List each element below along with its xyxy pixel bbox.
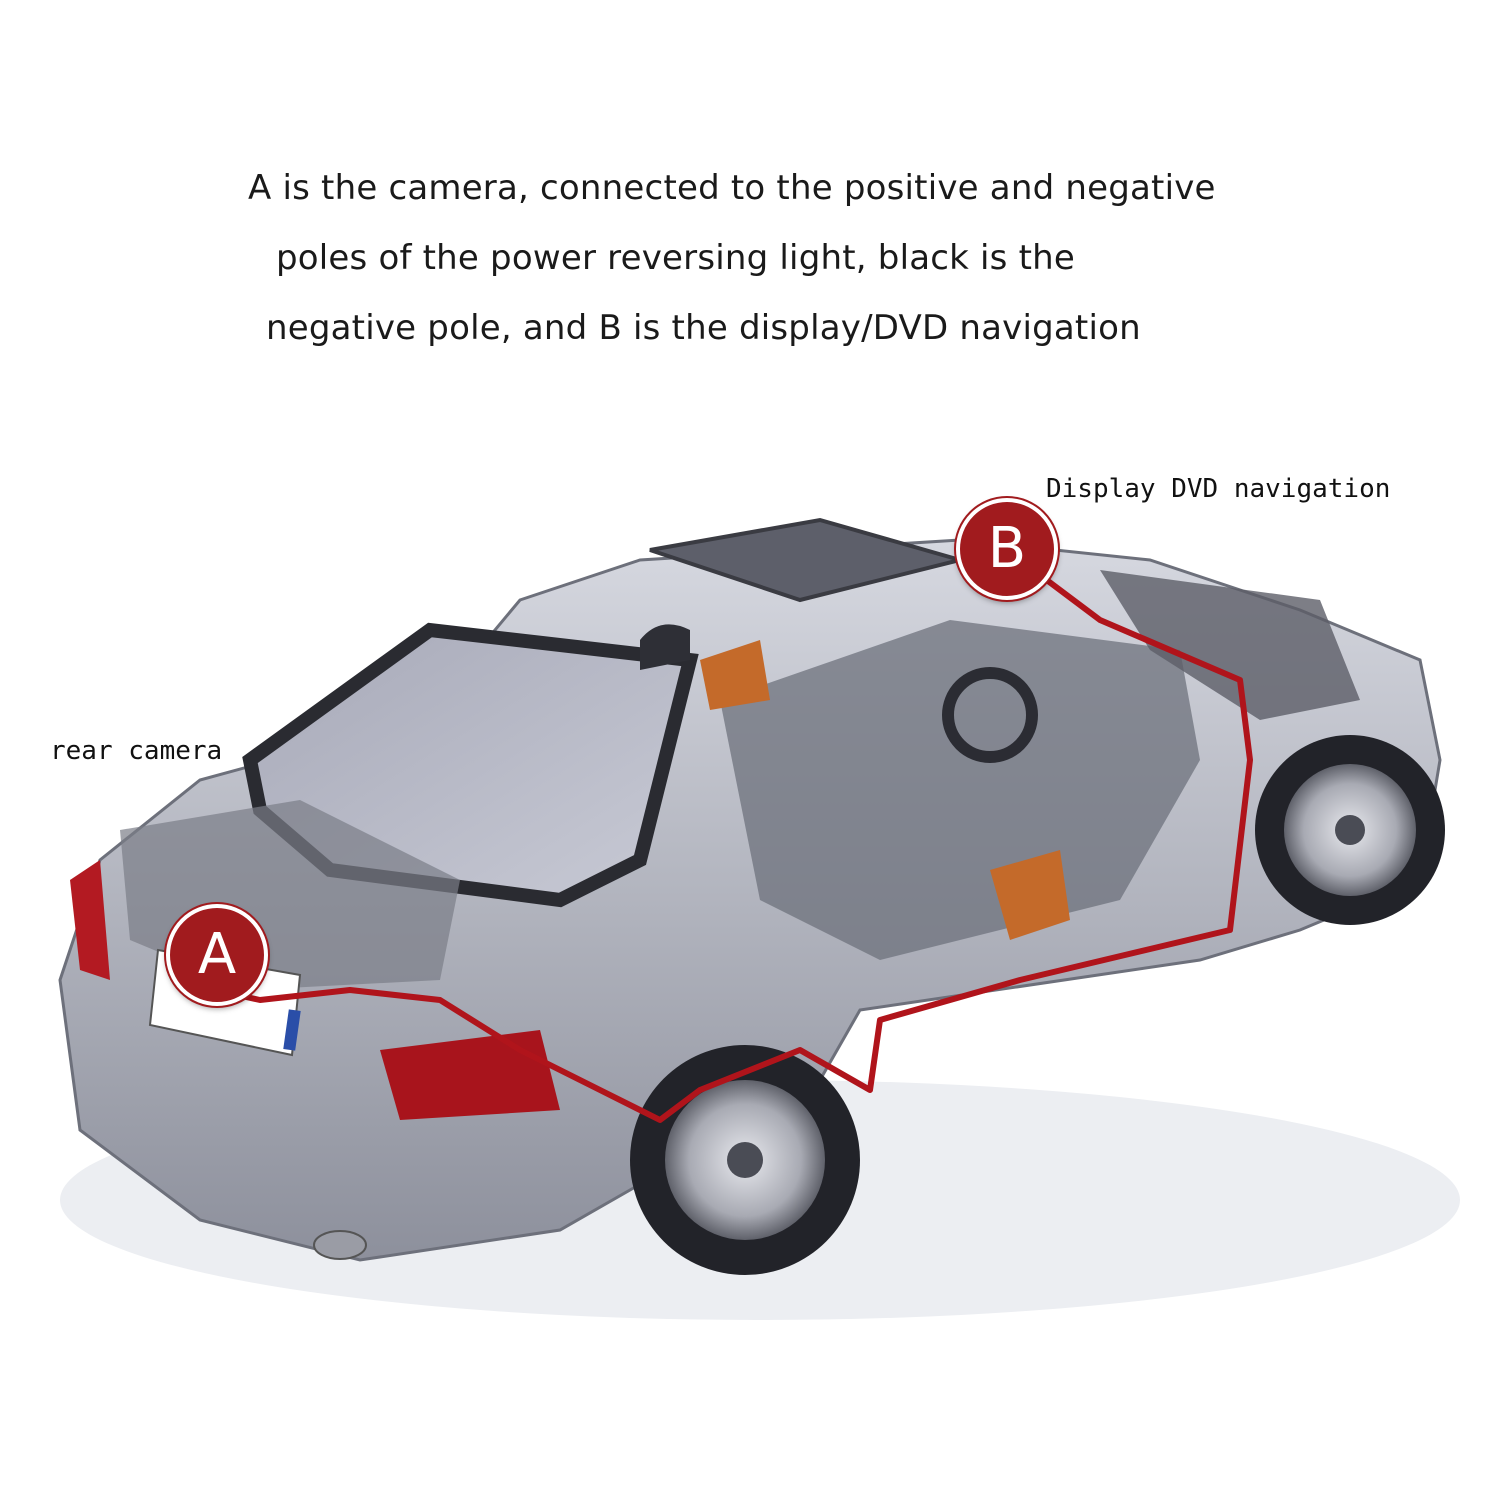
cabin-interior [720,620,1200,960]
steering-wheel [942,667,1038,763]
exhaust-pipe [313,1230,367,1260]
engine-bay [1100,570,1360,720]
plate-eu-band [283,1009,301,1051]
description-line-3: negative pole, and B is the display/DVD … [266,308,1141,348]
marker-a-camera: A [166,904,268,1006]
seat-headrest [640,624,690,670]
display-dvd-navigation-label: Display DVD navigation [1046,474,1391,504]
camera-wire [214,557,1253,1123]
seat-orange-2 [700,640,770,710]
front-wheel [1255,735,1445,925]
marker-b-display: B [956,498,1058,600]
rear-camera-label: rear camera [50,736,223,766]
tail-light-right [380,1030,560,1120]
description-line-2: poles of the power reversing light, blac… [276,238,1076,278]
rear-wheel [630,1045,860,1275]
description-line-1: A is the camera, connected to the positi… [248,168,1216,208]
seat-orange-1 [990,850,1070,940]
tail-light-left [70,860,110,980]
